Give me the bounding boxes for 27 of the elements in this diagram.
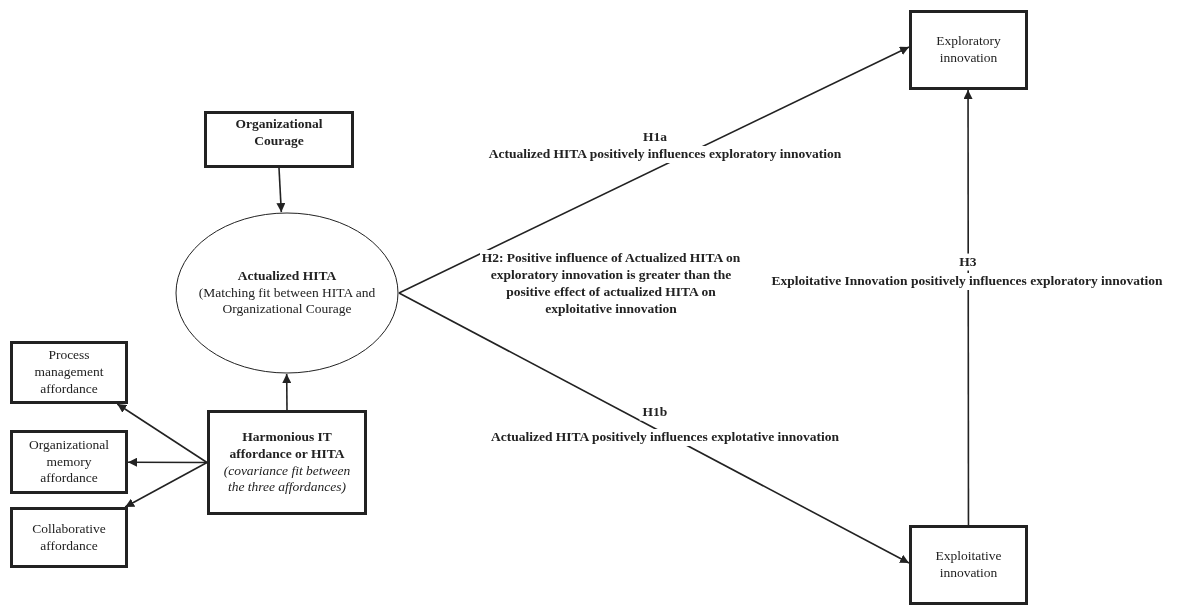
node-description: (covariance fit between the three affordances) <box>222 462 352 497</box>
concept-box <box>207 410 367 515</box>
concept-box <box>10 341 128 404</box>
arrow <box>276 167 286 213</box>
node-title: Exploratory innovation <box>935 33 1002 67</box>
hypothesis-text: H2: Positive influence of Actualized HITA on exploratory innovation is greater than the positive effect of actualized HITA on exploitative innovation <box>480 250 742 318</box>
concept-box <box>204 111 354 168</box>
node-title: Collaborative affordance <box>31 520 107 555</box>
arrow <box>398 46 910 294</box>
node-title: Exploitative innovation <box>934 548 1003 582</box>
arrow <box>124 461 208 508</box>
arrow <box>282 373 292 411</box>
concept-box <box>909 10 1028 90</box>
node-description: (Matching fit between HITA and Organizational Courage <box>197 284 377 319</box>
arrow <box>116 403 208 464</box>
concept-box <box>10 507 128 568</box>
arrow <box>127 457 208 467</box>
node-title: Process management affordance <box>33 347 105 398</box>
node-title: Actualized HITA <box>237 267 337 285</box>
concept-box <box>10 430 128 494</box>
construct-ellipse <box>175 212 399 374</box>
arrow <box>398 292 910 564</box>
node-title: Organizational Courage <box>234 116 324 150</box>
node-title: Organizational memory affordance <box>28 436 110 488</box>
node-title: Harmonious IT affordance or HITA <box>228 428 346 463</box>
concept-box <box>909 525 1028 605</box>
arrow <box>963 89 973 526</box>
